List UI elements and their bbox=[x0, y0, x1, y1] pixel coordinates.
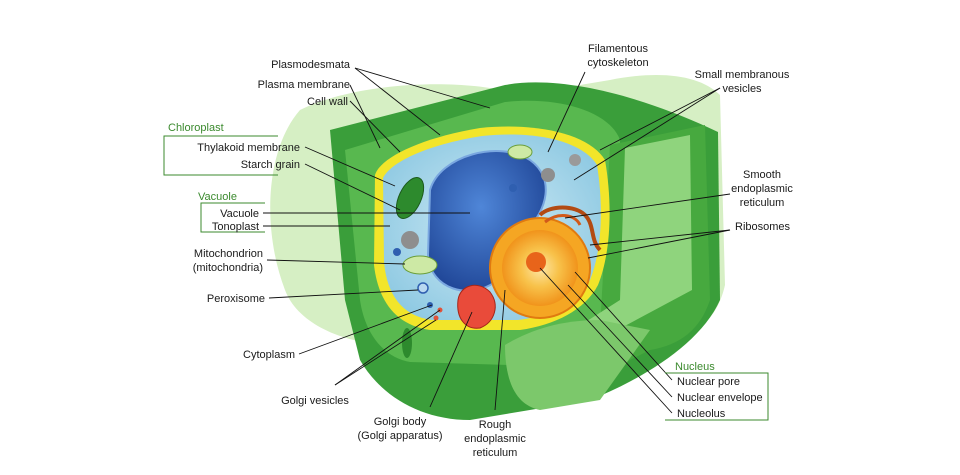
vesicle-shape bbox=[433, 315, 439, 321]
label-cell-wall: Cell wall bbox=[307, 96, 348, 108]
vesicle-shape bbox=[509, 184, 517, 192]
label-nuclear-envelope: Nuclear envelope bbox=[677, 392, 763, 404]
golgi-body-shape bbox=[457, 284, 496, 329]
vesicle-shape bbox=[427, 302, 433, 308]
chloroplast-bracket bbox=[163, 135, 278, 176]
label-golgi-apparatus: (Golgi apparatus) bbox=[358, 430, 443, 442]
mitochondrion-shape bbox=[507, 144, 533, 160]
group-label-chloroplast: Chloroplast bbox=[168, 122, 224, 134]
leader-lines bbox=[263, 67, 731, 414]
vesicle-shape bbox=[393, 248, 401, 256]
label-tonoplast: Tonoplast bbox=[212, 221, 259, 233]
label-ribosomes: Ribosomes bbox=[735, 221, 791, 233]
mitochondrion-shape bbox=[402, 255, 438, 275]
label-nucleolus: Nucleolus bbox=[677, 408, 726, 420]
vesicle-shape bbox=[569, 154, 581, 166]
label-plasma-membrane: Plasma membrane bbox=[258, 79, 350, 91]
label-smooth-er-2: endoplasmic bbox=[731, 183, 793, 195]
label-golgi-vesicles: Golgi vesicles bbox=[281, 395, 349, 407]
label-starch-grain: Starch grain bbox=[241, 159, 300, 171]
label-rough-er-1: Rough bbox=[479, 419, 511, 431]
group-label-nucleus: Nucleus bbox=[675, 361, 715, 373]
label-smooth-er-3: reticulum bbox=[740, 197, 785, 209]
smooth-er-shape bbox=[544, 214, 582, 226]
group-label-vacuole: Vacuole bbox=[198, 191, 237, 203]
cell-wall-bottom-cut bbox=[505, 320, 650, 410]
peroxisome-shape bbox=[417, 282, 429, 294]
chloroplast-shape bbox=[395, 177, 425, 219]
label-rough-er-2: endoplasmic bbox=[464, 433, 526, 445]
label-mitochondrion: Mitochondrion bbox=[194, 248, 263, 260]
label-golgi-body: Golgi body bbox=[374, 416, 427, 428]
label-rough-er-3: reticulum bbox=[473, 447, 518, 459]
label-smooth-er-1: Smooth bbox=[743, 169, 781, 181]
label-mitochondria: (mitochondria) bbox=[193, 262, 263, 274]
nucleolus-shape bbox=[526, 252, 546, 272]
label-thylakoid-membrane: Thylakoid membrane bbox=[197, 142, 300, 154]
vacuole-bracket bbox=[200, 202, 265, 233]
label-cytoplasm: Cytoplasm bbox=[243, 349, 295, 361]
vesicle-shape bbox=[541, 168, 555, 182]
label-nuclear-pore: Nuclear pore bbox=[677, 376, 740, 388]
label-filamentous-1: Filamentous bbox=[588, 43, 648, 55]
label-plasmodesmata: Plasmodesmata bbox=[271, 59, 351, 71]
label-peroxisome: Peroxisome bbox=[207, 293, 265, 305]
label-small-vesicles-2: vesicles bbox=[722, 83, 762, 95]
chloroplast-shape bbox=[402, 328, 412, 358]
label-filamentous-2: cytoskeleton bbox=[587, 57, 648, 69]
label-vacuole: Vacuole bbox=[220, 208, 259, 220]
vesicle-shape bbox=[401, 231, 419, 249]
nucleus-bracket bbox=[665, 372, 769, 421]
label-small-vesicles-1: Small membranous bbox=[695, 69, 790, 81]
cell-wall-slab-light bbox=[565, 135, 692, 350]
